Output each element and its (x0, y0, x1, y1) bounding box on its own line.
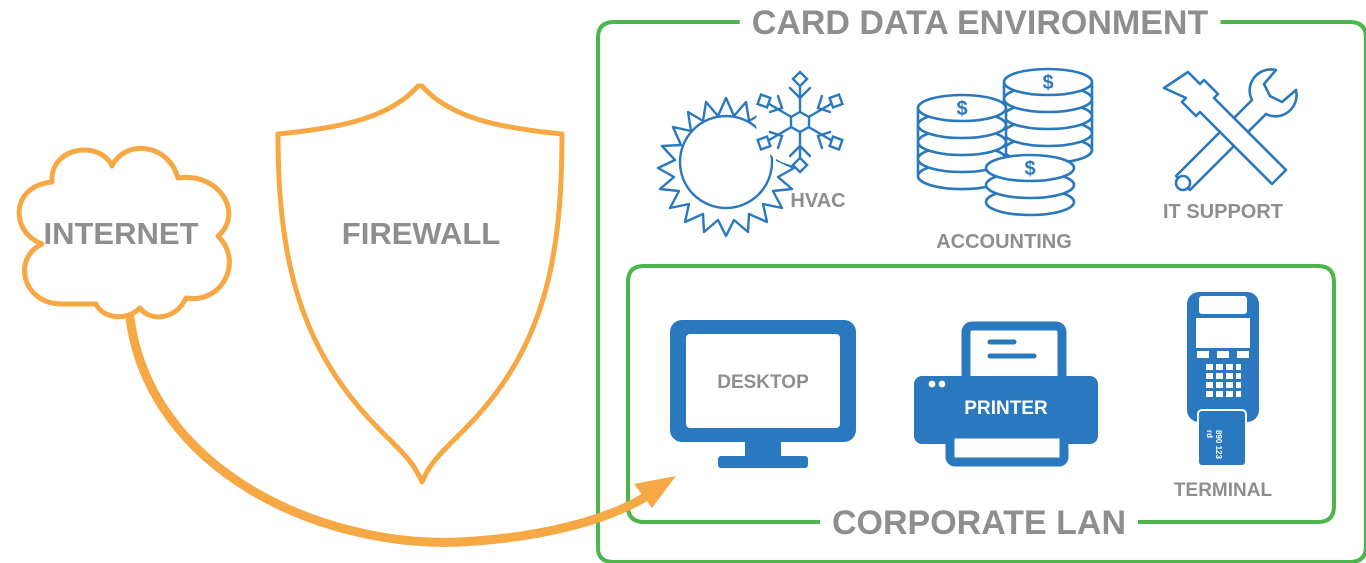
internet-label: INTERNET (44, 216, 199, 251)
svg-text:$: $ (956, 98, 967, 120)
svg-text:$: $ (1042, 72, 1053, 94)
svg-text:$: $ (1024, 158, 1035, 180)
dollar-icon: $ $ $ (956, 72, 1053, 180)
cloud-icon (16, 145, 232, 320)
desktop-label: DESKTOP (717, 372, 809, 393)
printer-label: PRINTER (964, 398, 1048, 419)
cde-title: CARD DATA ENVIRONMENT (752, 4, 1209, 42)
card-text-2: 890 123 (1214, 430, 1223, 459)
accounting-label: ACCOUNTING (936, 231, 1072, 253)
hvac-label: HVAC (790, 190, 845, 212)
coins-icon (916, 67, 1094, 217)
it-support-label: IT SUPPORT (1163, 201, 1283, 223)
lan-title: CORPORATE LAN (832, 504, 1126, 542)
terminal-label: TERMINAL (1174, 480, 1273, 501)
snowflake-icon (756, 70, 844, 174)
printer-icon (914, 321, 1098, 467)
cde-frame (596, 20, 1366, 563)
card-text-1: rd (1205, 430, 1214, 438)
arrow-icon (125, 313, 676, 547)
lan-frame (626, 264, 1336, 524)
card-terminal-icon (1187, 292, 1259, 467)
hammer-icon (1162, 70, 1288, 186)
lan-title-backdrop (819, 508, 1139, 538)
monitor-icon (670, 320, 856, 468)
cde-title-backdrop (739, 8, 1221, 38)
shield-icon (275, 83, 565, 485)
firewall-label: FIREWALL (342, 216, 500, 251)
